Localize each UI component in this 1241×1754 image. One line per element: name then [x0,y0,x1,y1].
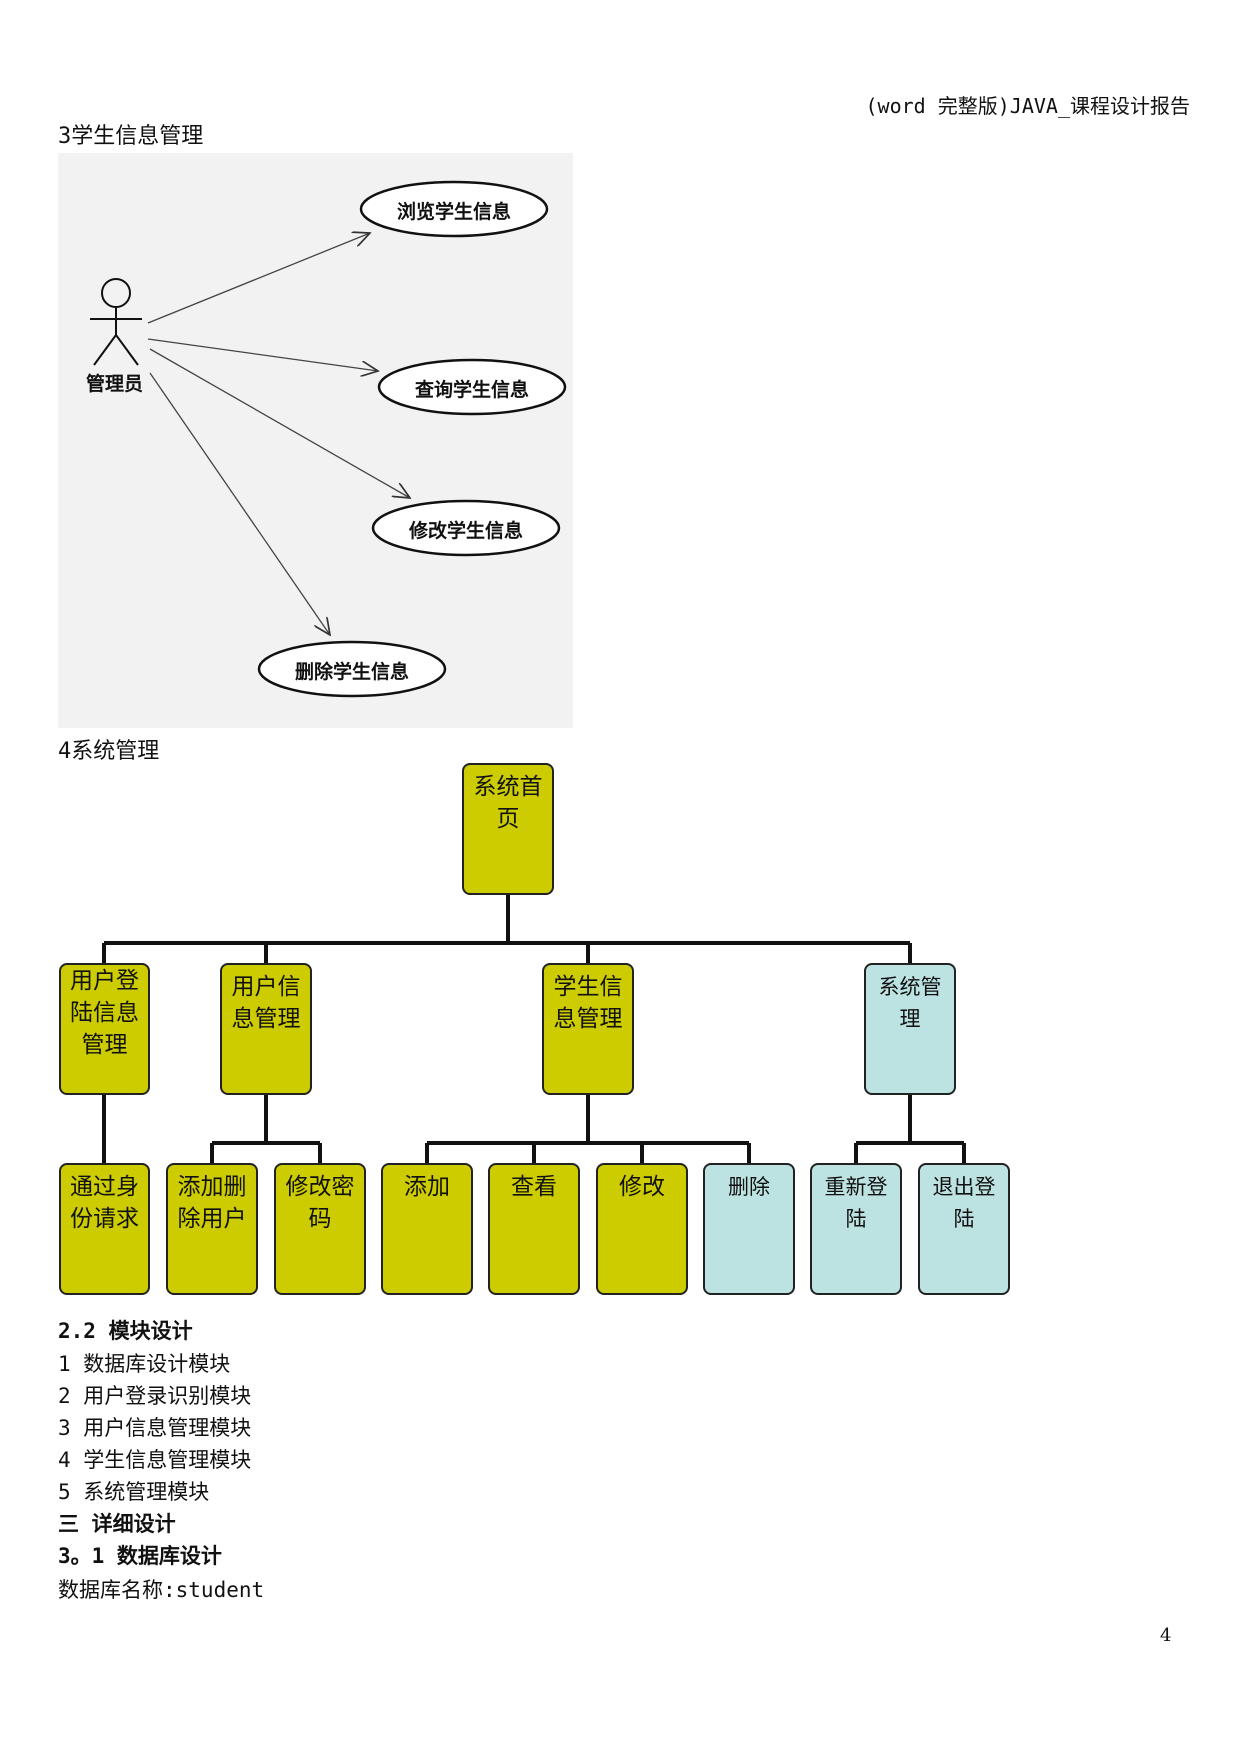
use-case-delete: 删除学生信息 [294,661,409,683]
tree-node-login-info: 用户登陆信息管理 [59,963,150,1095]
tree-node-user-info: 用户信息管理 [220,963,312,1095]
tree-node-system: 系统管理 [864,963,956,1095]
heading-3: 三 详细设计 [58,1512,176,1536]
tree-leaf-modify: 修改 [596,1163,688,1295]
actor-label: 管理员 [86,373,144,395]
use-case-diagram: 管理员 浏览学生信息 查询学生信息 修改学生信息 删除学生信息 [58,153,573,728]
list-item: 2 用户登录识别模块 [58,1384,252,1408]
tree-leaf-delete: 删除 [703,1163,795,1295]
tree-leaf-add: 添加 [381,1163,473,1295]
arrow-browse [147,233,370,324]
tree-leaf-add-delete-user: 添加删除用户 [166,1163,258,1295]
use-case-modify: 修改学生信息 [408,520,523,542]
tree-leaf-view: 查看 [488,1163,580,1295]
heading-2-2: 2.2 模块设计 [58,1319,193,1343]
tree-leaf-logout: 退出登陆 [918,1163,1010,1295]
section-3-title: 3学生信息管理 [58,124,204,149]
tree-connectors [102,895,966,1163]
list-item: 5 系统管理模块 [58,1480,210,1504]
heading-3-1: 3。1 数据库设计 [58,1544,222,1568]
use-case-browse: 浏览学生信息 [396,201,511,223]
use-case-ellipse-1 [359,180,549,238]
list-item: 4 学生信息管理模块 [58,1448,252,1472]
tree-leaf-relogin: 重新登陆 [810,1163,902,1295]
list-item: 1 数据库设计模块 [58,1352,231,1376]
list-item: 3 用户信息管理模块 [58,1416,252,1440]
use-case-query: 查询学生信息 [414,379,529,401]
db-name-line: 数据库名称:student [58,1578,265,1602]
tree-root-home: 系统首页 [462,763,554,895]
page-number: 4 [1160,1625,1172,1646]
tree-leaf-change-password: 修改密码 [274,1163,366,1295]
section-4-title: 4系统管理 [58,739,160,764]
arrow-modify [149,348,410,498]
use-case-ellipse-3 [371,499,561,557]
tree-node-student-info: 学生信息管理 [542,963,634,1095]
use-case-ellipse-4 [257,640,447,698]
use-case-arrows [90,180,567,698]
page-header: (word 完整版)JAVA_课程设计报告 [865,94,1191,118]
arrow-query [147,338,378,371]
tree-leaf-identity: 通过身份请求 [59,1163,150,1295]
arrow-delete [149,372,330,635]
actor-figure [90,278,142,366]
use-case-ellipse-2 [377,358,567,416]
